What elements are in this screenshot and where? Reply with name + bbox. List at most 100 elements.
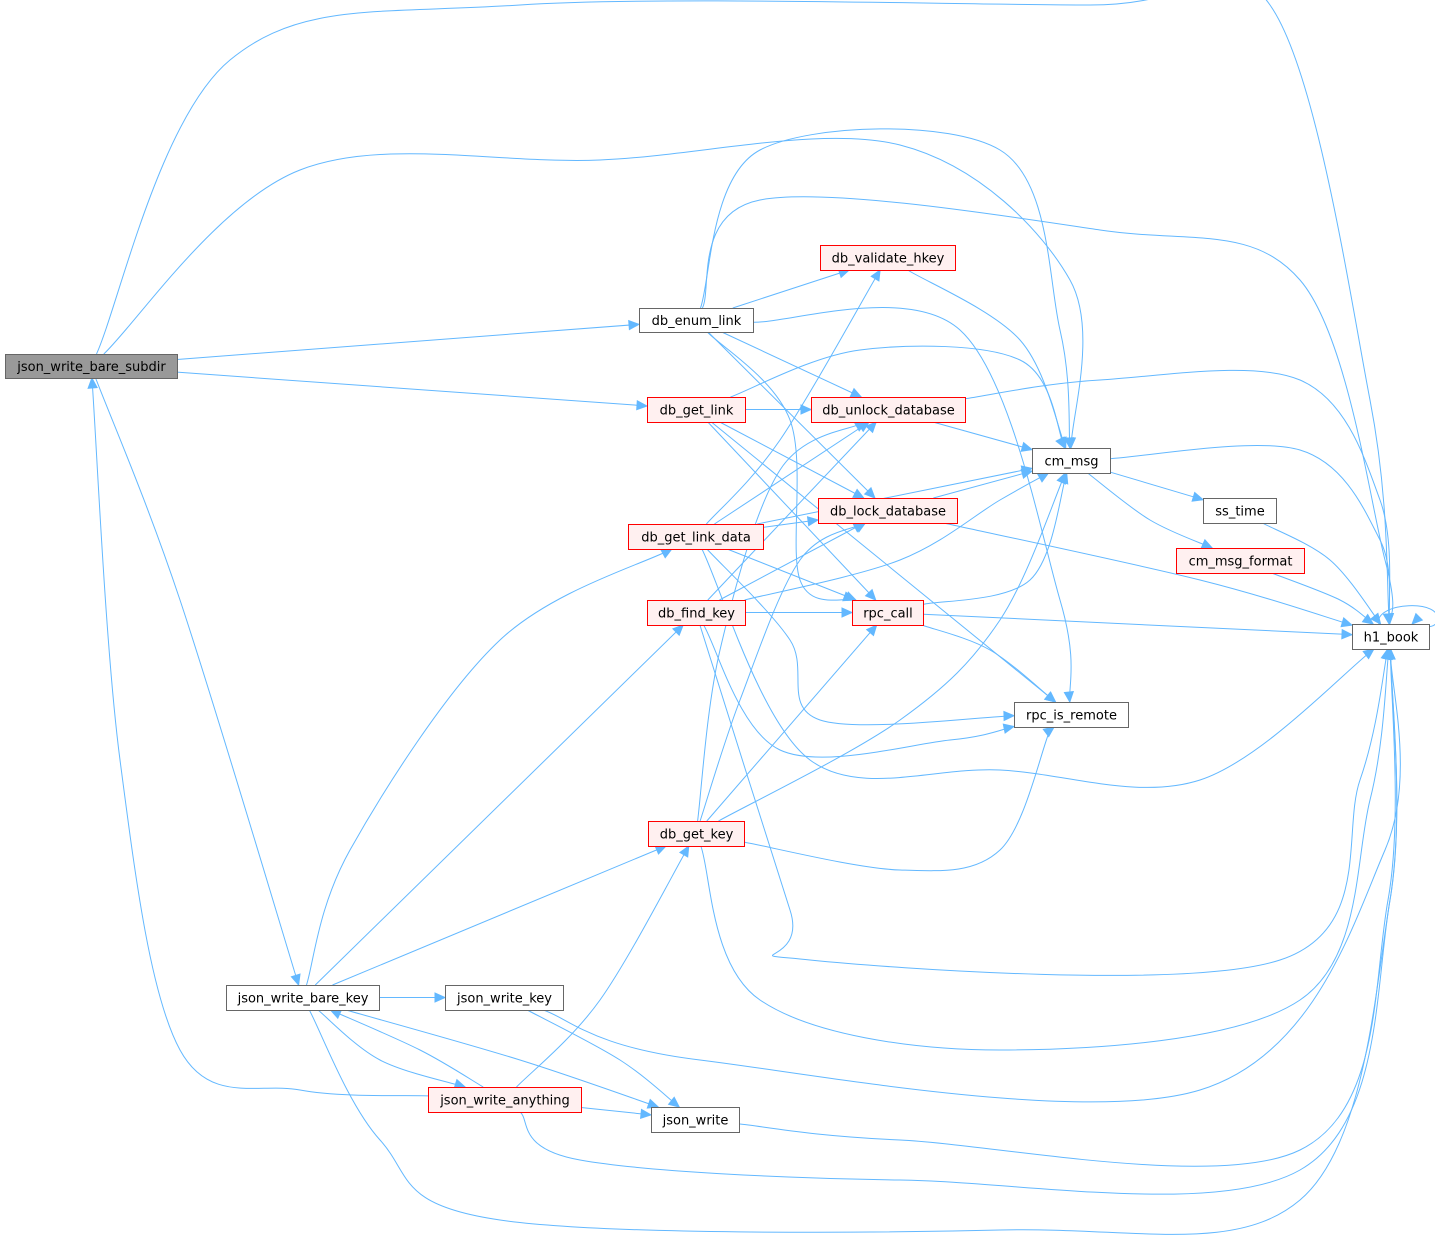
node-box[interactable] — [648, 821, 745, 847]
edge-db_enum_link-to-rpc_is_remote — [752, 307, 1075, 704]
arrow-head — [636, 399, 649, 411]
node-box[interactable] — [5, 354, 178, 379]
node-box[interactable] — [1032, 448, 1111, 474]
arrow-head — [1002, 723, 1016, 734]
edge-line — [580, 1107, 652, 1116]
edge-db_get_key-to-rpc_call — [706, 624, 878, 822]
node-json_write_anything[interactable]: json_write_anything — [428, 1087, 582, 1113]
edge-line — [706, 548, 1015, 726]
edge-line — [933, 470, 1033, 499]
node-label: json_write_key — [456, 992, 552, 1007]
node-json_write_key[interactable]: json_write_key — [445, 985, 564, 1011]
node-box[interactable] — [445, 985, 564, 1011]
node-box[interactable] — [628, 524, 764, 550]
node-box[interactable] — [852, 600, 924, 626]
node-db_unlock_database[interactable]: db_unlock_database — [811, 397, 966, 423]
node-box[interactable] — [428, 1087, 582, 1113]
edge-line — [707, 331, 876, 499]
node-box[interactable] — [647, 600, 746, 626]
edge-line — [332, 845, 667, 986]
node-json_write_bare_key[interactable]: json_write_bare_key — [226, 985, 380, 1011]
edge-line — [1262, 522, 1381, 625]
edge-db_enum_link-to-cm_msg — [700, 128, 1075, 450]
edge-line — [738, 648, 1396, 1167]
edge-db_get_link_data-to-db_lock_database — [762, 516, 820, 528]
node-db_enum_link[interactable]: db_enum_link — [639, 308, 754, 333]
edge-db_get_link-to-db_lock_database — [719, 421, 865, 499]
edge-db_enum_link-to-db_lock_database — [707, 331, 876, 499]
node-box[interactable] — [1203, 498, 1277, 524]
edge-line — [907, 269, 1067, 449]
arrow-head — [1361, 613, 1375, 625]
edge-line — [697, 421, 866, 822]
node-rpc_is_remote[interactable]: rpc_is_remote — [1014, 702, 1129, 728]
edge-line — [701, 196, 1394, 625]
edge-json_write_bare_key-to-json_write_key — [379, 992, 447, 1003]
edge-line — [699, 624, 1389, 976]
edge-json_write_anything-to-json_write — [580, 1107, 653, 1120]
node-box[interactable] — [811, 397, 966, 423]
edge-db_get_link_data-to-h1_book — [701, 548, 1375, 788]
edge-line — [964, 369, 1391, 625]
arrow-head — [852, 488, 865, 499]
node-db_validate_hkey[interactable]: db_validate_hkey — [820, 245, 956, 271]
edge-cm_msg-to-h1_book — [1109, 445, 1394, 626]
edge-json_write_bare_key-to-db_find_key — [314, 624, 685, 986]
edge-json_write_bare_subdir-to-json_write_bare_key — [95, 377, 301, 987]
node-json_write[interactable]: json_write — [651, 1107, 740, 1133]
edge-rpc_call-to-rpc_is_remote — [921, 624, 1057, 703]
node-box[interactable] — [1014, 702, 1129, 728]
arrow-head — [1058, 471, 1069, 485]
edge-line — [757, 467, 1033, 525]
node-label: db_validate_hkey — [832, 252, 945, 267]
edge-line — [103, 137, 1084, 449]
edge-json_write_key-to-json_write — [526, 1009, 681, 1108]
arrow-head — [628, 319, 641, 331]
edge-cm_msg_format-to-h1_book — [1271, 572, 1375, 625]
node-box[interactable] — [1352, 624, 1430, 650]
node-box[interactable] — [226, 985, 380, 1011]
node-db_find_key[interactable]: db_find_key — [647, 600, 746, 626]
node-cm_msg[interactable]: cm_msg — [1032, 448, 1111, 474]
edge-db_validate_hkey-to-cm_msg — [907, 269, 1067, 450]
node-db_get_link[interactable]: db_get_link — [647, 397, 746, 423]
node-label: db_enum_link — [652, 314, 742, 329]
node-json_write_bare_subdir[interactable]: json_write_bare_subdir — [5, 354, 178, 379]
node-db_lock_database[interactable]: db_lock_database — [818, 498, 958, 524]
node-box[interactable] — [1176, 548, 1305, 574]
edge-line — [699, 522, 866, 822]
node-box[interactable] — [651, 1107, 740, 1133]
edge-line — [921, 624, 1056, 703]
arrow-head — [806, 516, 820, 527]
arrow-head — [672, 624, 685, 637]
edge-line — [91, 377, 429, 1097]
node-label: json_write — [662, 1114, 729, 1129]
node-label: db_unlock_database — [822, 404, 955, 419]
node-h1_book[interactable]: h1_book — [1352, 624, 1430, 650]
node-cm_msg_format[interactable]: cm_msg_format — [1176, 548, 1305, 574]
edge-line — [932, 421, 1033, 451]
node-label: cm_msg — [1045, 455, 1099, 470]
edge-line — [752, 307, 1072, 703]
edge-line — [1109, 471, 1204, 501]
node-box[interactable] — [820, 245, 956, 271]
node-rpc_call[interactable]: rpc_call — [852, 600, 924, 626]
node-label: rpc_call — [863, 607, 913, 622]
node-ss_time[interactable]: ss_time — [1203, 498, 1277, 524]
edge-line — [95, 377, 300, 986]
arrow-head — [1191, 491, 1205, 502]
node-db_get_key[interactable]: db_get_key — [648, 821, 745, 847]
node-box[interactable] — [818, 498, 958, 524]
edge-line — [706, 269, 881, 525]
arrow-head — [1411, 612, 1424, 625]
edge-line — [96, 0, 1390, 625]
arrow-head — [87, 376, 98, 389]
node-box[interactable] — [647, 397, 746, 423]
node-box[interactable] — [639, 308, 754, 333]
node-db_get_link_data[interactable]: db_get_link_data — [628, 524, 764, 550]
edge-cm_msg-to-ss_time — [1109, 471, 1205, 502]
edge-line — [700, 128, 1071, 449]
edge-db_unlock_database-to-cm_msg — [932, 421, 1034, 452]
arrow-head — [800, 404, 813, 415]
arrow-head — [863, 486, 876, 499]
